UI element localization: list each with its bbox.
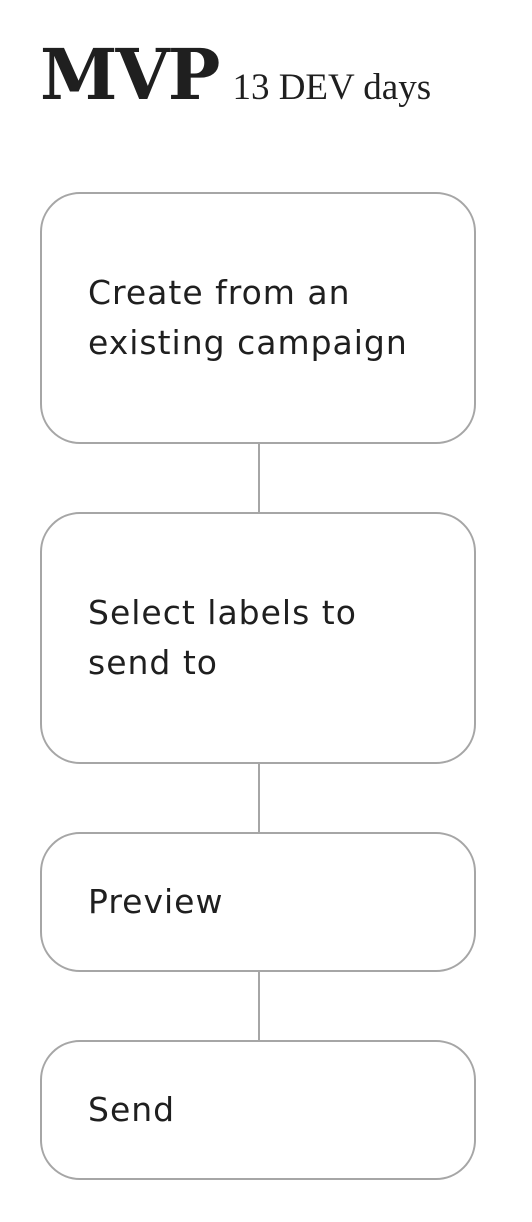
flow-step-label: Create from an existing campaign <box>88 273 408 362</box>
flow-step-create-from-campaign: Create from an existing campaign <box>40 192 476 444</box>
page-title: MVP <box>40 33 220 116</box>
flow-step-select-labels: Select labels to send to <box>40 512 476 764</box>
flow-connector <box>258 444 260 512</box>
flow-step-preview: Preview <box>40 832 476 972</box>
flow-connector <box>258 764 260 832</box>
page-subtitle: 13 DEV days <box>232 67 432 108</box>
flow-step-label: Send <box>88 1090 176 1129</box>
flow-step-label: Preview <box>88 882 224 921</box>
flow-step-send: Send <box>40 1040 476 1180</box>
flow-connector <box>258 972 260 1040</box>
flow-step-label: Select labels to send to <box>88 593 357 682</box>
